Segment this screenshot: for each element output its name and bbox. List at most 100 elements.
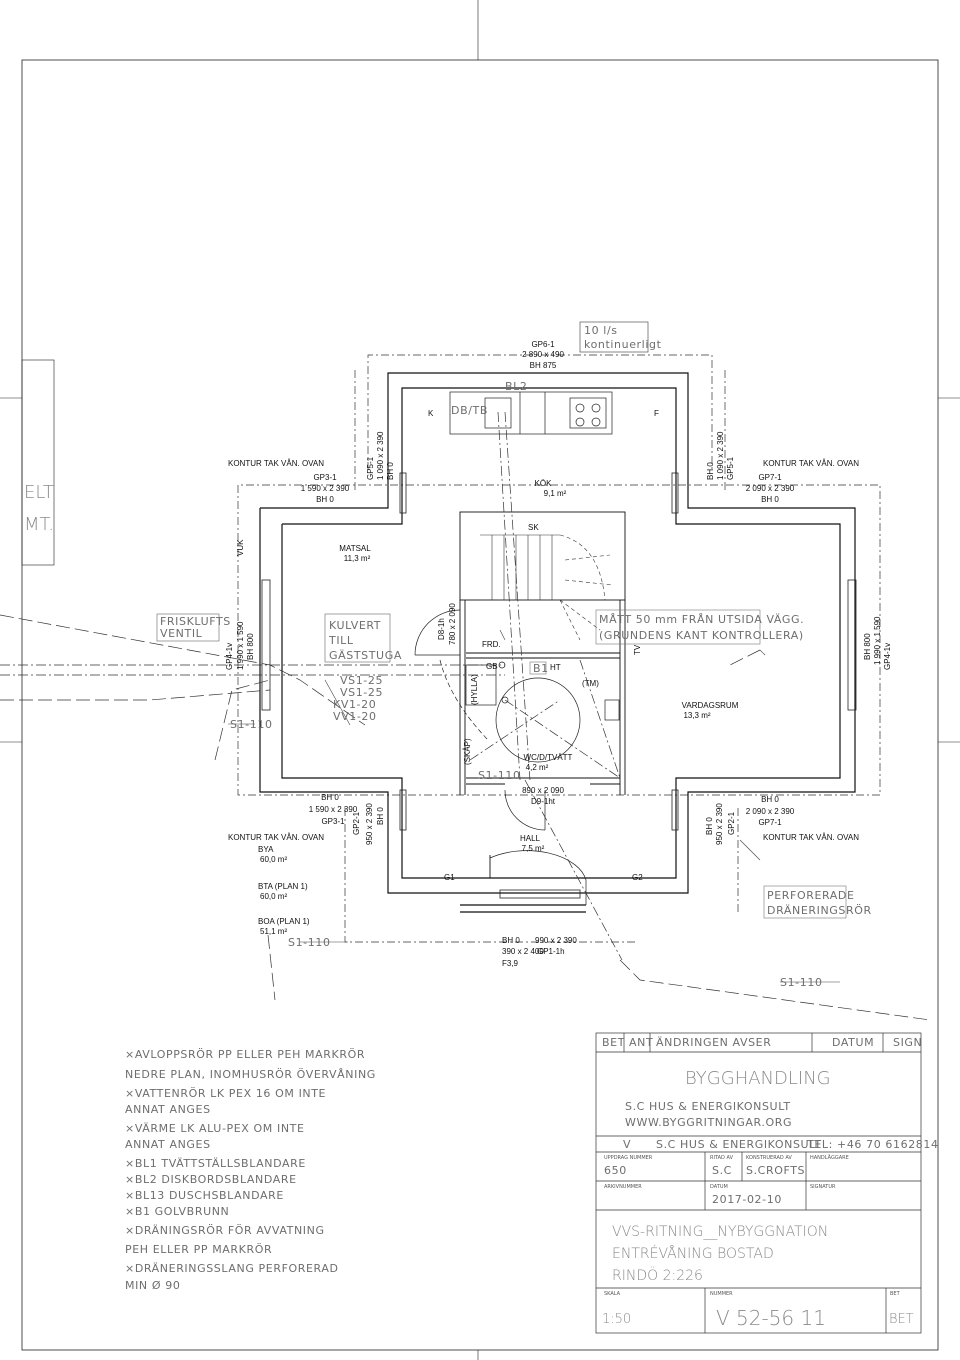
vuk-label: VUK: [236, 539, 245, 556]
tb-company: S.C HUS & ENERGIKONSULT: [625, 1100, 791, 1113]
matt-note-box: [595, 609, 761, 645]
note-line: ×AVLOPPSRÖR PP ELLER PEH MARKRÖR: [125, 1048, 365, 1061]
room-vardagsrum-name: VARDAGSRUM: [682, 701, 739, 710]
ventilation-note-1: 10 l/s: [584, 324, 618, 337]
tb-cap-handlaggare: HANDLÄGGARE: [810, 1154, 849, 1161]
leader-lines: [228, 629, 840, 983]
tm-label: (TM): [582, 679, 599, 688]
tb-v: V: [623, 1138, 631, 1151]
gp4-left-size: 1 990 x 1 590: [236, 621, 245, 670]
gp7-bot-bh: BH 0: [761, 795, 779, 804]
sk-label: SK: [528, 523, 539, 532]
tb-datum-value: 2017-02-10: [712, 1193, 782, 1206]
kontur-top-left: KONTUR TAK VÅN. OVAN: [228, 459, 324, 468]
kulvert-line-2: TILL: [328, 634, 354, 647]
drainage-pipes: [0, 614, 931, 1021]
room-kok-area: 9,1 m²: [544, 489, 567, 498]
tb-cap-arkiv: ARKIVNUMMER: [604, 1184, 642, 1190]
tb-nummer-value: V 52-56 11: [716, 1306, 826, 1330]
fridge-f-label: F: [654, 409, 659, 418]
gp4-left-code: GP4-1v: [225, 643, 234, 670]
gp4-right-size: 1 990 x 1 590: [873, 616, 882, 665]
gp3-top-bh: BH 0: [316, 495, 334, 504]
gp5-left-size: 1 090 x 2 390: [376, 431, 385, 480]
tb-uppdrag-value: 650: [604, 1164, 627, 1177]
gp7-top-code: GP7-1: [758, 473, 782, 482]
note-line: ×VATTENRÖR LK PEX 16 OM INTE: [125, 1087, 326, 1100]
gp7-bot-size: 2 090 x 2 390: [746, 807, 795, 816]
gp3-bot-size: 1 590 x 2 390: [309, 805, 358, 814]
room-hall-area: 7,5 m²: [522, 844, 545, 853]
d8-size: 780 x 2 090: [448, 603, 457, 645]
perforerade-line-1: PERFORERADE: [767, 889, 855, 902]
tb-title-1: VVS-RITNING__NYBYGGNATION: [612, 1224, 828, 1240]
room-hall-name: HALL: [520, 834, 541, 843]
d9-size: 890 x 2 090: [522, 786, 564, 795]
room-wc-area: 4,2 m²: [526, 763, 549, 772]
tb-website: WWW.BYGGRITNINGAR.ORG: [625, 1116, 792, 1129]
gp2-left-bh: BH 0: [376, 807, 385, 825]
tb-cap-bet: BET: [890, 1291, 901, 1297]
tb-head-sign: SIGN: [893, 1036, 922, 1049]
d9-code: D9-1ht: [531, 797, 556, 806]
tb-cap-datum: DATUM: [710, 1184, 728, 1190]
note-line: ANNAT ANGES: [125, 1103, 211, 1116]
tv-label: TV: [633, 644, 642, 655]
pipe-label-1: VS1-25: [340, 674, 383, 687]
gp2-left-code: GP2-1: [352, 811, 361, 835]
gp3-top-code: GP3-1: [313, 473, 337, 482]
gp5-right-bh: BH 0: [706, 462, 715, 480]
kitchen-counter: [449, 391, 613, 435]
stairs: [480, 534, 613, 641]
note-line: ×BL13 DUSCHSBLANDARE: [125, 1189, 284, 1202]
note-line: ×BL1 TVÄTTSTÄLLSBLANDARE: [125, 1157, 306, 1170]
gp2-right-code: GP2-1: [727, 811, 736, 835]
room-wc-name: WC/D/TVÄTT: [524, 753, 573, 762]
window-markers: [261, 472, 857, 899]
pipe-label-4: VV1-20: [333, 710, 377, 723]
ventilation-note-2: kontinuerligt: [584, 338, 662, 351]
room-matsal-area: 11,3 m²: [344, 554, 371, 563]
partitions: [459, 511, 626, 878]
f3-code: F3,9: [502, 959, 519, 968]
tb-company2: S.C HUS & ENERGIKONSULT: [656, 1138, 822, 1151]
gp4-right-bh: BH 800: [863, 633, 872, 660]
note-line: MIN Ø 90: [125, 1279, 180, 1292]
hylla-label: (HYLLA): [470, 674, 479, 705]
perforerade-box: [763, 885, 847, 919]
left-edge-label-2: MT.: [24, 514, 54, 535]
bta-label: BTA (PLAN 1): [258, 882, 308, 891]
matt-note-2: (GRUNDENS KANT KONTROLLERA): [599, 629, 804, 642]
gp6-size: 2 890 x 490: [522, 350, 564, 359]
note-line: PEH ELLER PP MARKRÖR: [125, 1243, 272, 1256]
water-pipes: [0, 411, 623, 961]
bya-label: BYA: [258, 845, 274, 854]
dbtb-label: DB/TB: [451, 404, 488, 417]
kulvert-line-1: KULVERT: [329, 619, 381, 632]
pipe-label-3: KV1-20: [333, 698, 376, 711]
gp2-right-size: 950 x 2 390: [715, 803, 724, 845]
note-line: ×DRÄNERINGSSLANG PERFORERAD: [125, 1262, 339, 1275]
tb-head-ant: ANT: [629, 1036, 653, 1049]
s1110-wc: S1-110: [478, 769, 521, 782]
boa-label: BOA (PLAN 1): [258, 917, 310, 926]
bta-value: 60,0 m²: [260, 892, 287, 901]
tb-cap-ritad: RITAD AV: [710, 1155, 734, 1161]
kontur-bottom-right: KONTUR TAK VÅN. OVAN: [763, 833, 859, 842]
matt-note-1: MÅTT 50 mm FRÅN UTSIDA VÄGG.: [599, 613, 804, 626]
gp7-top-size: 2 090 x 2 390: [746, 484, 795, 493]
kulvert-box: [324, 613, 391, 663]
tb-title-2: ENTRÉVÅNING BOSTAD: [612, 1245, 774, 1262]
gp4-right-code: GP4-1v: [883, 643, 892, 670]
tb-cap-konstruerad: KONSTRUERAD AV: [746, 1155, 792, 1161]
tb-head-andringen: ÄNDRINGEN AVSER: [656, 1036, 771, 1049]
gp2-right-bh: BH 0: [705, 817, 714, 835]
tb-title-3: RINDÖ 2:226: [612, 1267, 703, 1284]
tb-bet-value: BET: [889, 1312, 914, 1327]
tb-cap-nummer: NUMMER: [710, 1291, 733, 1297]
d8-code: D8-1h: [437, 618, 446, 640]
friskluft-box: [156, 613, 220, 642]
notes-list: ×AVLOPPSRÖR PP ELLER PEH MARKRÖR NEDRE P…: [125, 1048, 375, 1292]
tb-bygghandling: BYGGHANDLING: [685, 1068, 831, 1089]
